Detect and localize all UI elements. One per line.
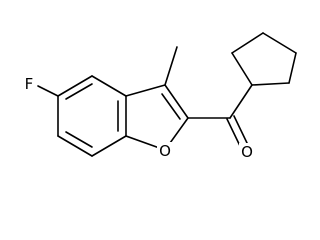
bond-carbonyl-cyclopentyl xyxy=(229,84,253,119)
double-bond-c3-c2-inner xyxy=(161,93,181,120)
atom-label-fluorine: F xyxy=(25,75,34,93)
bond-c5-f xyxy=(37,85,59,97)
double-bond-c4-c5-inner xyxy=(65,83,93,100)
bond-c7-c7a xyxy=(91,135,127,157)
cyclopentane-bond-5 xyxy=(251,82,290,86)
cyclopentane-ring xyxy=(231,32,297,86)
chemical-structure: F O O xyxy=(24,32,297,161)
atom-label-ring-oxygen: O xyxy=(159,142,171,160)
bond-c6-c7 xyxy=(57,135,93,157)
methyl-bond xyxy=(164,46,178,86)
double-bond-c6-c7-inner xyxy=(65,131,93,148)
cyclopentane-bond-4 xyxy=(288,52,297,84)
benzene-ring xyxy=(57,75,127,157)
carbonyl-double-bond-a xyxy=(226,118,242,149)
bond-c3a-c4 xyxy=(91,75,127,97)
cyclopentane-bond-2 xyxy=(231,32,264,54)
bond-c3a-c3 xyxy=(125,84,166,97)
cyclopentane-bond-3 xyxy=(262,32,297,54)
carbonyl-double-bond-b xyxy=(233,115,249,146)
bond-c3-c2 xyxy=(164,84,189,119)
bond-c4-c5 xyxy=(57,75,93,97)
furan-ring xyxy=(125,84,189,151)
cyclopentane-bond-1 xyxy=(231,52,253,86)
atom-label-carbonyl-oxygen: O xyxy=(241,143,253,161)
